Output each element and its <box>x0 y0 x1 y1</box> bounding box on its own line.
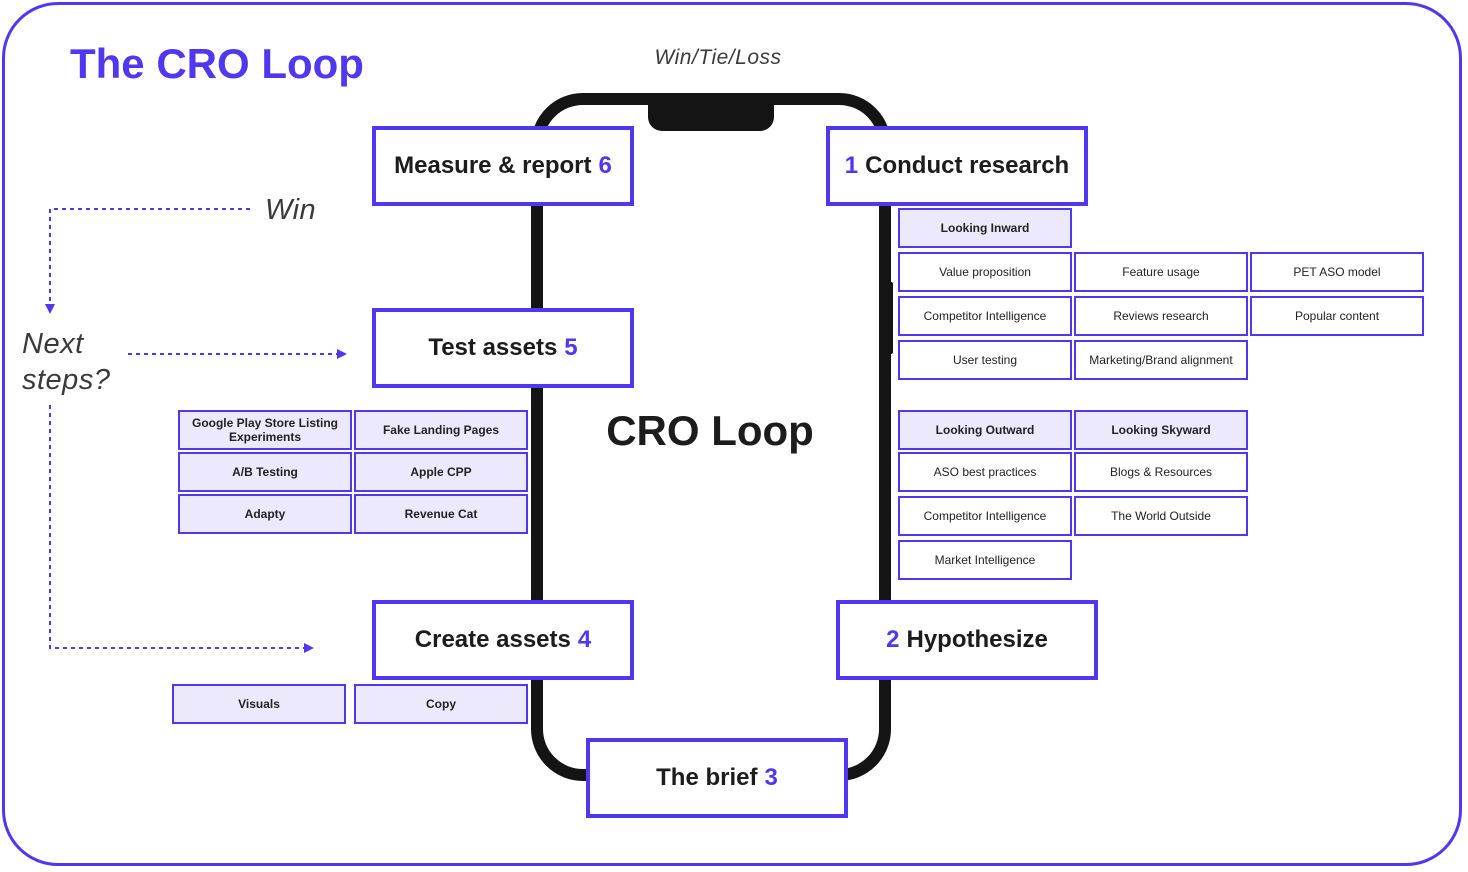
step-number: 5 <box>564 334 578 361</box>
next-steps-to-create-arrow <box>49 405 314 653</box>
looking-skyward-header: Looking Skyward <box>1074 410 1248 450</box>
step-label: Create assets <box>414 626 571 653</box>
win-label: Win <box>265 194 317 226</box>
step-number: 6 <box>598 152 612 179</box>
research-chip: The World Outside <box>1074 496 1248 536</box>
research-chip: Market Intelligence <box>898 540 1072 580</box>
research-chip: Marketing/Brand alignment <box>1074 340 1248 380</box>
research-chip: Competitor Intelligence <box>898 496 1072 536</box>
research-chip: Reviews research <box>1074 296 1248 336</box>
test-tool-chip: Revenue Cat <box>354 494 528 534</box>
looking-outward-header: Looking Outward <box>898 410 1072 450</box>
test-tool-chip: Adapty <box>178 494 352 534</box>
step-label: Test assets <box>428 334 558 361</box>
step-number: 2 <box>886 626 900 653</box>
create-item-chip: Copy <box>354 684 528 724</box>
step-label: Hypothesize <box>906 626 1048 653</box>
phone-side-button <box>888 282 893 354</box>
next-steps-line-1: Next <box>22 328 84 360</box>
step-number: 3 <box>764 764 778 791</box>
research-chip: Competitor Intelligence <box>898 296 1072 336</box>
phone-notch <box>648 101 774 131</box>
page-title: The CRO Loop <box>70 40 364 87</box>
step-label: The brief <box>656 764 758 791</box>
research-chip: User testing <box>898 340 1072 380</box>
next-steps-line-2: steps? <box>22 364 111 396</box>
step-label: Measure & report <box>394 152 592 179</box>
win-arrow <box>45 208 250 314</box>
test-tool-chip: Google Play Store Listing Experiments <box>178 410 352 450</box>
research-chip: Blogs & Resources <box>1074 452 1248 492</box>
step-number: 4 <box>577 626 592 653</box>
create-item-chip: Visuals <box>172 684 346 724</box>
looking-inward-header: Looking Inward <box>898 208 1072 248</box>
research-chip: PET ASO model <box>1250 252 1424 292</box>
step-label: Conduct research <box>865 152 1070 179</box>
center-label: CRO Loop <box>606 407 814 454</box>
research-chip: Popular content <box>1250 296 1424 336</box>
research-chip: Feature usage <box>1074 252 1248 292</box>
test-tool-chip: Fake Landing Pages <box>354 410 528 450</box>
step-number: 1 <box>844 152 859 179</box>
win-tie-loss-label: Win/Tie/Loss <box>654 46 782 69</box>
test-tool-chip: Apple CPP <box>354 452 528 492</box>
research-chip: Value proposition <box>898 252 1072 292</box>
research-chip: ASO best practices <box>898 452 1072 492</box>
test-tool-chip: A/B Testing <box>178 452 352 492</box>
